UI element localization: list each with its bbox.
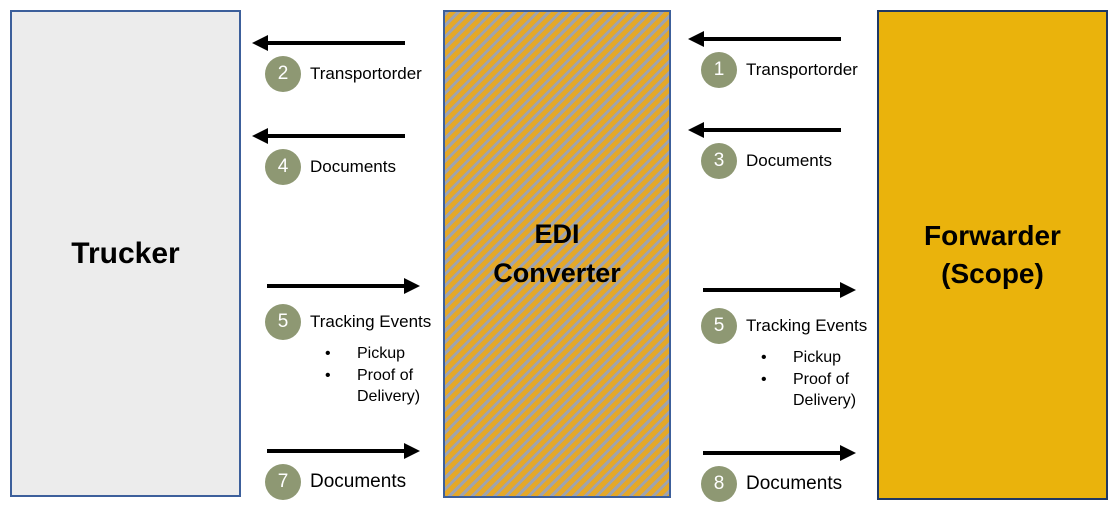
arrowhead-right-icon	[404, 443, 420, 459]
step-number-badge: 5	[701, 308, 737, 344]
arrowhead-left-icon	[252, 35, 268, 51]
step-number-badge: 1	[701, 52, 737, 88]
arrowhead-right-icon	[404, 278, 420, 294]
step-number-badge: 4	[265, 149, 301, 185]
flow-arrow-left	[688, 122, 841, 138]
tracking-events-bullets: Pickup Proof of Delivery)	[323, 343, 441, 408]
flow-arrow-left	[252, 35, 405, 51]
bullet-item: Pickup	[759, 347, 877, 369]
flow-arrow-left	[688, 31, 841, 47]
arrowhead-right-icon	[840, 445, 856, 461]
flow-row: 5 Tracking Events Pickup Proof of Delive…	[701, 282, 886, 412]
arrowhead-right-icon	[840, 282, 856, 298]
flow-label: Transportorder	[310, 64, 422, 83]
flow-row: 4 Documents	[252, 128, 450, 185]
trucker-box: Trucker	[10, 10, 241, 497]
flow-row: 3 Documents	[688, 122, 886, 179]
edi-converter-title: EDI Converter	[493, 218, 621, 288]
trucker-title: Trucker	[71, 236, 180, 270]
flow-arrow-left	[252, 128, 405, 144]
flow-row: 1 Transportorder	[688, 31, 886, 88]
flow-arrow-right	[267, 278, 420, 294]
arrowhead-left-icon	[688, 122, 704, 138]
step-number-badge: 5	[265, 304, 301, 340]
flow-row: 5 Tracking Events Pickup Proof of Delive…	[265, 278, 450, 408]
arrowhead-left-icon	[252, 128, 268, 144]
flow-label: Documents	[310, 157, 396, 176]
flow-row: 2 Transportorder	[252, 35, 450, 92]
forwarder-box: Forwarder (Scope)	[877, 10, 1108, 500]
step-number-badge: 3	[701, 143, 737, 179]
flow-row: 7 Documents	[265, 443, 450, 500]
flow-label: Tracking Events	[746, 316, 868, 335]
bullet-item: Proof of Delivery)	[323, 365, 441, 408]
flow-label: Documents	[746, 151, 832, 170]
step-number-badge: 2	[265, 56, 301, 92]
arrowhead-left-icon	[688, 31, 704, 47]
bullet-item: Proof of Delivery)	[759, 369, 877, 412]
step-number-badge: 8	[701, 466, 737, 502]
flow-arrow-right	[267, 443, 420, 459]
flow-arrow-right	[703, 445, 856, 461]
forwarder-title: Forwarder (Scope)	[924, 220, 1061, 289]
tracking-events-bullets: Pickup Proof of Delivery)	[759, 347, 877, 412]
flow-row: 8 Documents	[701, 445, 886, 502]
flow-label: Documents	[746, 473, 843, 494]
flow-label: Transportorder	[746, 60, 858, 79]
flow-arrow-right	[703, 282, 856, 298]
edi-converter-box: EDI Converter	[443, 10, 671, 498]
bullet-item: Pickup	[323, 343, 441, 365]
flow-label: Documents	[310, 471, 407, 492]
flow-label: Tracking Events	[310, 312, 432, 331]
step-number-badge: 7	[265, 464, 301, 500]
